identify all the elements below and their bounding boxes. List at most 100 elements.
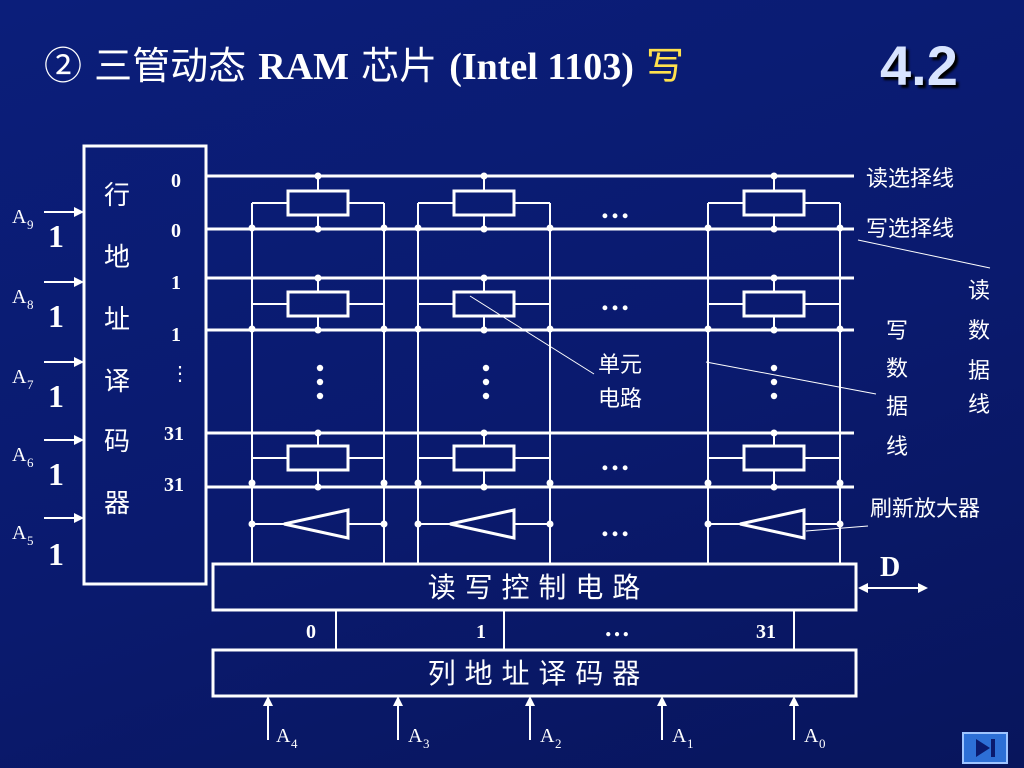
address-subscript: 5 xyxy=(27,533,34,548)
address-letter: A xyxy=(12,286,27,308)
column-address-input: A 2 xyxy=(525,696,562,751)
address-letter: A xyxy=(12,444,27,466)
memory-cell xyxy=(248,172,388,233)
section-number: 4.2 xyxy=(880,34,958,97)
write-data-label-char: 数 xyxy=(886,357,908,382)
row-decoder-char: 地 xyxy=(104,243,130,273)
address-bit: 1 xyxy=(48,378,64,414)
row-number: 31 xyxy=(164,474,184,496)
column-address-input: A 0 xyxy=(789,696,826,751)
read-data-label-char: 数 xyxy=(968,319,990,344)
skip-forward-icon xyxy=(976,739,995,757)
row-address-input: A 9 1 xyxy=(12,206,84,254)
column-decoder-box xyxy=(211,648,858,698)
address-subscript: 6 xyxy=(27,455,34,470)
address-bit: 1 xyxy=(48,218,64,254)
memory-cell xyxy=(704,172,844,233)
address-subscript: 1 xyxy=(687,736,694,751)
vertical-ellipsis-dots xyxy=(316,364,778,400)
column-number: 0 xyxy=(306,621,316,643)
cell-label: 单元 xyxy=(598,353,642,378)
row-number: 0 xyxy=(171,220,181,242)
slide-title: ② 三管动态 RAM 芯片 (Intel 1103) 写 xyxy=(44,38,684,94)
address-letter: A xyxy=(804,725,819,747)
column-number: 31 xyxy=(756,621,776,643)
address-subscript: 0 xyxy=(819,736,826,751)
memory-cell xyxy=(704,274,844,334)
address-bit: 1 xyxy=(48,536,64,572)
column-address-input: A 1 xyxy=(657,696,694,751)
memory-cell xyxy=(248,429,388,491)
row-address-input: A 7 1 xyxy=(12,357,84,414)
address-bit: 1 xyxy=(48,298,64,334)
address-subscript: 7 xyxy=(27,377,34,392)
title-model: (Intel 1103) xyxy=(449,46,634,88)
column-ellipsis: … xyxy=(600,510,630,543)
row-decoder-box xyxy=(82,144,208,586)
address-subscript: 4 xyxy=(291,736,298,751)
column-address-input: A 3 xyxy=(393,696,430,751)
column-address-input: A 4 xyxy=(263,696,298,751)
address-letter: A xyxy=(12,366,27,388)
memory-cells xyxy=(248,172,844,491)
read-write-control-label: 读 写 控 制 电 路 xyxy=(428,571,641,604)
address-subscript: 2 xyxy=(555,736,562,751)
column-address-inputs: A 4 A 3 A 2 A 1 xyxy=(263,696,826,751)
read-write-control-box xyxy=(211,562,858,612)
write-data-label-char: 写 xyxy=(886,319,908,344)
refresh-amplifier xyxy=(414,508,554,540)
address-letter: A xyxy=(12,206,27,228)
memory-cell xyxy=(414,172,554,233)
row-decoder-char: 行 xyxy=(104,181,130,211)
refresh-amplifiers xyxy=(248,508,844,540)
title-prefix: 三管动态 xyxy=(94,44,247,88)
row-address-input: A 6 1 xyxy=(12,435,84,492)
column-ellipsis: … xyxy=(600,284,630,317)
select-lines xyxy=(206,174,854,489)
row-number: 1 xyxy=(171,272,181,294)
refresh-amplifier-label: 刷新放大器 xyxy=(870,497,980,522)
address-subscript: 8 xyxy=(27,297,34,312)
read-select-label: 读选择线 xyxy=(866,167,954,192)
address-subscript: 3 xyxy=(423,736,430,751)
column-ellipsis: … xyxy=(600,192,630,225)
read-data-label-char: 线 xyxy=(968,393,990,418)
address-letter: A xyxy=(276,725,291,747)
row-decoder-char: 器 xyxy=(104,489,130,519)
row-number: 0 xyxy=(171,170,181,192)
row-number: 31 xyxy=(164,423,184,445)
row-address-input: A 5 1 xyxy=(12,513,84,572)
callout-lines xyxy=(469,239,991,532)
write-select-label: 写选择线 xyxy=(866,217,954,242)
column-ellipsis: … xyxy=(600,444,630,477)
data-lines xyxy=(251,203,841,564)
write-data-label-char: 线 xyxy=(886,435,908,460)
memory-cell xyxy=(414,274,554,334)
data-io-arrow xyxy=(858,583,928,593)
write-data-label-char: 据 xyxy=(886,395,908,420)
address-letter: A xyxy=(12,522,27,544)
refresh-amplifier xyxy=(704,508,844,540)
column-number-ellipsis: … xyxy=(604,613,630,642)
address-letter: A xyxy=(540,725,555,747)
column-number: 1 xyxy=(476,621,486,643)
title-highlight: 写 xyxy=(646,44,685,88)
row-decoder-char: 址 xyxy=(104,305,130,335)
row-number-ellipsis: ⋮ xyxy=(170,363,190,385)
next-slide-button[interactable] xyxy=(962,732,1008,764)
refresh-amplifier xyxy=(248,508,388,540)
row-address-inputs: A 9 1 A 8 1 A 7 1 A 6 xyxy=(12,206,84,572)
read-data-label-char: 读 xyxy=(968,279,990,304)
read-data-label-char: 据 xyxy=(968,359,990,384)
address-bit: 1 xyxy=(48,456,64,492)
row-decoder-char: 译 xyxy=(104,367,130,397)
memory-cell xyxy=(414,429,554,491)
data-io-label: D xyxy=(880,552,900,583)
row-decoder-char: 码 xyxy=(104,427,130,457)
memory-cell xyxy=(704,429,844,491)
column-decoder-label: 列 地 址 译 码 器 xyxy=(428,657,641,690)
address-subscript: 9 xyxy=(27,217,34,232)
title-chip: 芯片 xyxy=(361,44,438,88)
